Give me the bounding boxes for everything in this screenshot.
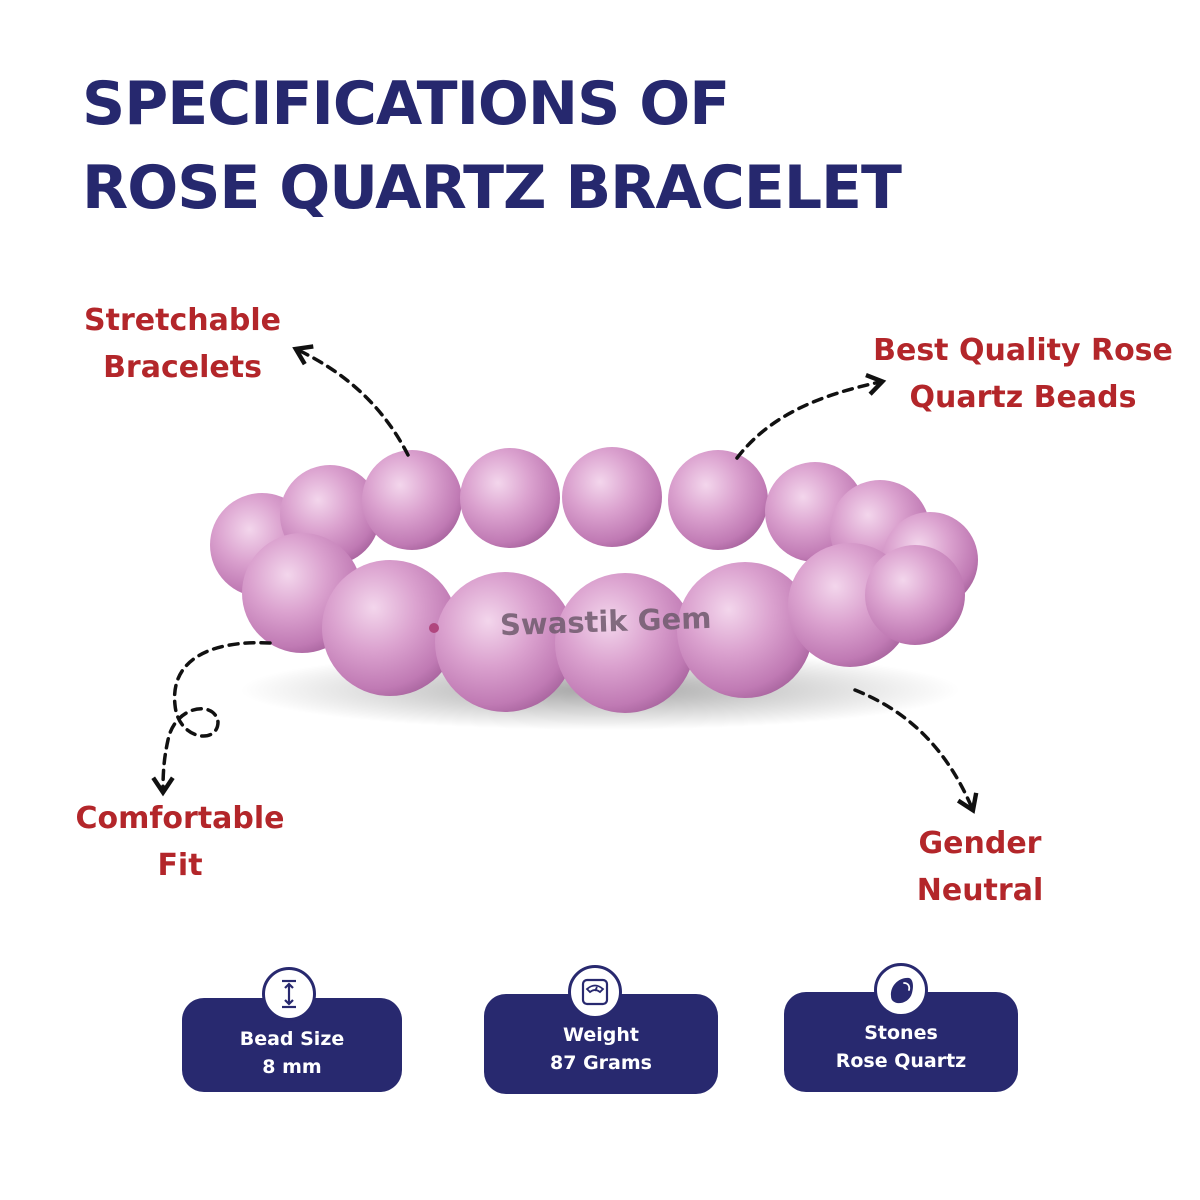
spec-card-weight: Weight 87 Grams (484, 994, 718, 1094)
arrow-quality (735, 372, 887, 460)
feature-gender-line-1: Gender (918, 826, 1042, 861)
feature-stretchable-line-2: Bracelets (103, 350, 262, 385)
feature-fit: Comfortable Fit (60, 795, 300, 889)
annotation-arrows (151, 344, 979, 814)
feature-quality-line-1: Best Quality Rose (873, 333, 1173, 368)
bracelet-back-row (210, 447, 978, 608)
page-title: SPECIFICATIONS OF ROSE QUARTZ BRACELET (82, 62, 902, 230)
scale-icon (568, 965, 622, 1019)
feature-quality: Best Quality Rose Quartz Beads (862, 327, 1184, 421)
page-title-line-2: ROSE QUARTZ BRACELET (82, 153, 902, 223)
arrow-fit (151, 640, 272, 797)
feature-gender: Gender Neutral (880, 820, 1080, 914)
feature-stretchable: Stretchable Bracelets (60, 297, 305, 391)
spec-value: 87 Grams (550, 1052, 652, 1074)
arrow-gender (853, 688, 979, 814)
spec-label: Bead Size (239, 1028, 345, 1050)
feature-stretchable-line-1: Stretchable (84, 303, 281, 338)
spec-value: Rose Quartz (835, 1050, 967, 1072)
feature-quality-line-2: Quartz Beads (909, 380, 1137, 415)
arrow-stretchable (292, 344, 410, 457)
spec-value: 8 mm (262, 1056, 322, 1078)
feature-fit-line-1: Comfortable (75, 801, 285, 836)
page-title-line-1: SPECIFICATIONS OF (82, 69, 730, 139)
spec-label: Stones (864, 1022, 938, 1044)
bracelet-front-row (242, 533, 965, 713)
stone-icon (874, 963, 928, 1017)
height-icon (262, 967, 316, 1021)
feature-fit-line-2: Fit (157, 848, 203, 883)
spec-label: Weight (563, 1024, 639, 1046)
feature-gender-line-2: Neutral (916, 873, 1044, 908)
